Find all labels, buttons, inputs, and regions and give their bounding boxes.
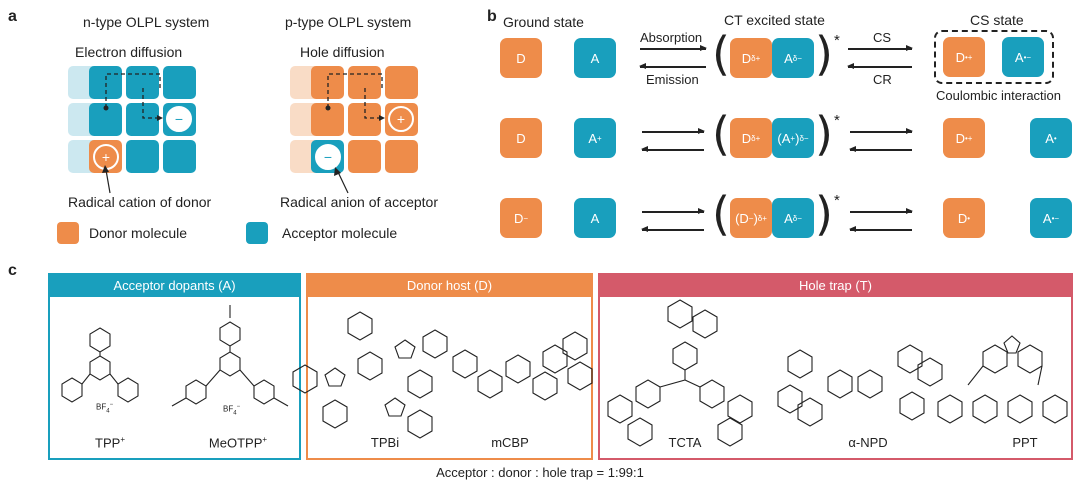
row2-cs-donor: D•+ (943, 118, 985, 158)
coulombic-box (934, 30, 1054, 84)
row1-ground-acceptor: A (574, 38, 616, 78)
ptype-grid: + − (290, 66, 440, 186)
coulombic-label: Coulombic interaction (936, 88, 1062, 103)
row1-cs-acceptor: A•− (1002, 37, 1044, 77)
meotpp-counterion: BF4− (223, 404, 241, 417)
ntype-grid: − + (68, 66, 218, 186)
cr-label: CR (873, 72, 892, 87)
ntype-title: n-type OLPL system (83, 14, 210, 30)
trap-title: Hole trap (T) (600, 275, 1071, 297)
emission-arrow (639, 63, 706, 69)
emission-label: Emission (646, 72, 699, 87)
acceptor-box: Acceptor dopants (A) (48, 273, 301, 460)
hole-diffusion-label: Hole diffusion (300, 44, 385, 60)
row1-ground-donor: D (500, 38, 542, 78)
ct-state-title: CT excited state (724, 12, 825, 28)
radical-anion-label: Radical anion of acceptor (280, 194, 438, 210)
legend-donor-label: Donor molecule (89, 225, 188, 241)
legend-acceptor-label: Acceptor molecule (282, 225, 398, 241)
trap-box: Hole trap (T) (598, 273, 1073, 460)
row3-cs-acceptor: A•− (1030, 198, 1072, 238)
anion-circle: − (315, 144, 341, 170)
row2-ground-acceptor: A+ (574, 118, 616, 158)
tpp-label: TPP+ (95, 435, 125, 451)
hole-path (325, 73, 385, 121)
row2-cs-acceptor: A• (1030, 118, 1072, 158)
cs-state-title: CS state (970, 12, 1024, 28)
electron-circle: − (166, 106, 192, 132)
npd-label: α-NPD (848, 435, 888, 450)
panel-c-label: c (8, 262, 17, 279)
pointer-arrows (102, 165, 349, 194)
cs-label: CS (873, 30, 892, 45)
absorption-label: Absorption (640, 30, 703, 45)
row2-ground-donor: D (500, 118, 542, 158)
meotpp-label: MeOTPP+ (208, 435, 268, 451)
row3-ground-acceptor: A (574, 198, 616, 238)
hole-circle: + (388, 106, 414, 132)
row3-ct-donor: (D−)δ+ (730, 198, 772, 238)
legend-acceptor-swatch (246, 222, 268, 244)
tpp-counterion: BF4− (96, 402, 114, 415)
tpbi-label: TPBi (370, 435, 400, 450)
electron-diffusion-label: Electron diffusion (75, 44, 183, 60)
cs-arrow (848, 45, 913, 51)
acceptor-title: Acceptor dopants (A) (50, 275, 299, 297)
ppt-label: PPT (1012, 435, 1038, 450)
absorption-arrow (640, 45, 707, 51)
row3-ground-donor: D− (500, 198, 542, 238)
ratio-caption: Acceptor : donor : hole trap = 1:99:1 (436, 465, 644, 480)
ground-state-title: Ground state (503, 14, 584, 30)
panel-b-label: b (487, 8, 497, 25)
ptype-title: p-type OLPL system (285, 14, 412, 30)
mcbp-label: mCBP (491, 435, 529, 450)
panel-a-label: a (8, 8, 17, 25)
row2-ct-acceptor: (A+)δ− (772, 118, 814, 158)
legend-donor-swatch (57, 222, 79, 244)
radical-cation-label: Radical cation of donor (68, 194, 212, 210)
donor-title: Donor host (D) (308, 275, 591, 297)
donor-box: Donor host (D) (306, 273, 593, 460)
electron-path (103, 73, 163, 121)
tcta-label: TCTA (668, 435, 702, 450)
row3-cs-donor: D• (943, 198, 985, 238)
row1-cs-donor: D•+ (943, 37, 985, 77)
cr-arrow (847, 63, 912, 69)
